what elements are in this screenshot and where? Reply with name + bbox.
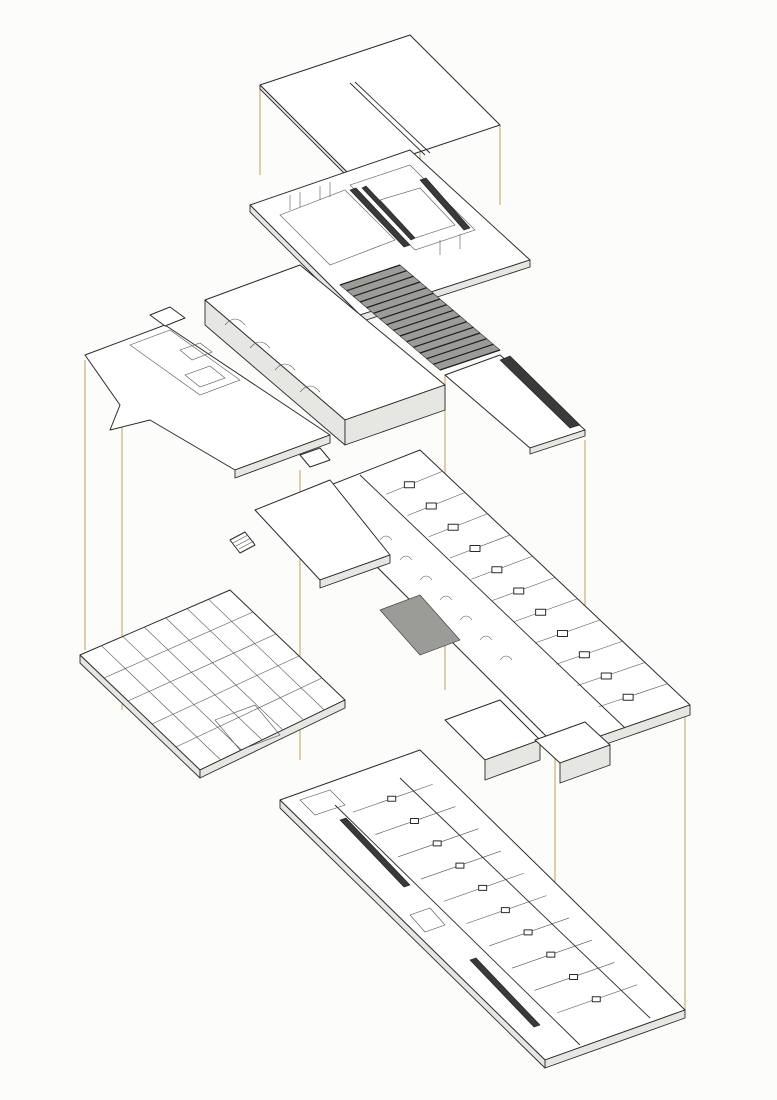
basement-fixture <box>591 996 601 1003</box>
louvre-slat <box>419 332 481 354</box>
louvre-slat <box>359 281 421 303</box>
hall-bays <box>359 470 668 729</box>
roof-light <box>557 630 568 637</box>
hall-spine-wall <box>359 474 626 729</box>
room-wall <box>186 608 304 721</box>
basement-fixture <box>546 951 556 958</box>
room-wall <box>103 611 254 679</box>
basement-corridor-wall <box>334 804 581 1046</box>
louvre-slat <box>433 343 494 365</box>
layer-roof-canopy <box>259 34 501 180</box>
roof-light <box>600 672 612 680</box>
basement-fixture <box>500 907 510 914</box>
roof-light <box>535 608 547 616</box>
louvre-slat <box>339 264 401 286</box>
basement-fixture <box>455 862 465 869</box>
basement-fixture <box>387 795 397 802</box>
room-wall <box>151 655 300 725</box>
layer-roof-with-louvres <box>84 264 586 479</box>
roof-light <box>513 587 525 595</box>
roof-light <box>447 523 459 531</box>
basement-fixture <box>409 818 419 825</box>
louvre-slat <box>393 309 454 331</box>
louvre-slat <box>373 292 434 314</box>
roof-light <box>622 693 634 701</box>
louvre-slat <box>399 315 461 337</box>
louvre-slat <box>346 270 407 292</box>
layer-ground-floor <box>79 449 691 784</box>
basement-fixture <box>432 840 442 847</box>
louvre-slat <box>426 338 487 360</box>
layer-basement <box>279 749 686 1069</box>
room-wall <box>175 677 323 748</box>
roof-light <box>491 566 503 574</box>
basement-fixture <box>478 884 488 891</box>
roof-light <box>578 651 590 659</box>
louvre-slat <box>439 349 501 371</box>
louvre-slat <box>379 298 441 320</box>
roof-louvres <box>339 264 501 371</box>
basement-fixture <box>569 973 579 980</box>
layer-upper-floor <box>249 149 531 323</box>
louvre-slat <box>413 326 474 348</box>
louvre-slat <box>386 304 447 326</box>
basement-cells <box>334 777 651 1046</box>
roof-light <box>425 502 437 510</box>
room-wall <box>144 626 263 741</box>
room-wall <box>165 617 284 731</box>
room-wall <box>127 633 277 702</box>
basement-fixture <box>523 929 533 936</box>
room-partitions <box>101 599 325 761</box>
roof-light <box>403 481 415 489</box>
basement-outer-wall <box>399 777 651 1019</box>
room-wall <box>208 599 325 711</box>
louvre-slat <box>353 275 414 297</box>
room-wall <box>101 645 221 761</box>
roof-light <box>469 545 481 552</box>
room-wall <box>122 636 242 751</box>
louvre-slat <box>366 287 427 309</box>
louvre-slat <box>406 321 467 343</box>
